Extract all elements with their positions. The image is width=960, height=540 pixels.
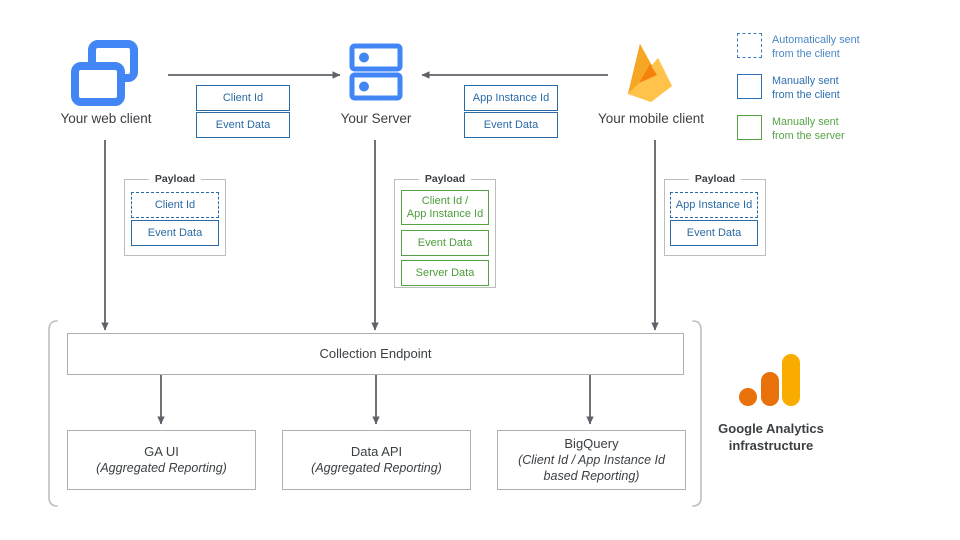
server-racks-icon <box>349 43 403 107</box>
mobile-payload-chip-app-instance-id: App Instance Id <box>670 192 758 218</box>
node-label-server: Your Server <box>340 111 412 126</box>
output-title-bigquery: BigQuery <box>564 435 619 451</box>
transfer-chip-client-id: Client Id <box>196 85 290 111</box>
transfer-chip-app-instance-id: App Instance Id <box>464 85 558 111</box>
output-subtitle-ga-ui: (Aggregated Reporting) <box>96 461 227 476</box>
legend-label-manual-client-line2: from the client <box>772 89 840 102</box>
node-label-mobile-client: Your mobile client <box>597 111 705 126</box>
firebase-flame-icon <box>620 38 682 113</box>
output-title-data-api: Data API <box>350 443 403 459</box>
legend-item-automatic-client: Automatically sent from the client <box>737 33 860 62</box>
legend-item-manual-server: Manually sent from the server <box>737 115 845 144</box>
server-payload-chip-event-data: Event Data <box>401 230 489 256</box>
mobile-payload-title: Payload <box>688 173 742 185</box>
legend-label-manual-client-line1: Manually sent <box>772 75 839 87</box>
legend-label-manual-server-line1: Manually sent <box>772 116 839 128</box>
collection-endpoint-label: Collection Endpoint <box>319 345 432 361</box>
google-analytics-logo-icon <box>738 352 804 419</box>
output-subtitle-bigquery: (Client Id / App Instance Id based Repor… <box>518 453 665 484</box>
infrastructure-bracket-left <box>48 320 58 507</box>
server-payload-chip-ids: Client Id / App Instance Id <box>401 190 489 225</box>
output-box-data-api: Data API (Aggregated Reporting) <box>282 430 471 490</box>
output-subtitle-data-api: (Aggregated Reporting) <box>311 461 442 476</box>
web-payload-chip-client-id: Client Id <box>131 192 219 218</box>
infrastructure-bracket-right <box>692 320 702 507</box>
collection-endpoint-box: Collection Endpoint <box>67 333 684 375</box>
legend-label-automatic-client-line2: from the client <box>772 48 840 61</box>
transfer-chip-event-data-mobile: Event Data <box>464 112 558 138</box>
infrastructure-label: Google Analytics infrastructure <box>718 421 824 453</box>
node-label-web-client: Your web client <box>60 111 152 126</box>
output-box-ga-ui: GA UI (Aggregated Reporting) <box>67 430 256 490</box>
legend-swatch-solid-green <box>737 115 762 140</box>
server-payload-title: Payload <box>418 173 472 185</box>
legend-item-manual-client: Manually sent from the client <box>737 74 840 103</box>
web-payload-chip-event-data: Event Data <box>131 220 219 246</box>
browser-windows-icon <box>71 40 139 111</box>
legend-label-automatic-client-line1: Automatically sent <box>772 34 860 46</box>
web-payload-title: Payload <box>148 173 202 185</box>
mobile-payload-chip-event-data: Event Data <box>670 220 758 246</box>
legend-swatch-dashed-blue <box>737 33 762 58</box>
server-payload-chip-server-data: Server Data <box>401 260 489 286</box>
legend-label-manual-server-line2: from the server <box>772 130 845 143</box>
transfer-chip-event-data: Event Data <box>196 112 290 138</box>
legend-swatch-solid-blue <box>737 74 762 99</box>
output-title-ga-ui: GA UI <box>144 443 179 459</box>
output-box-bigquery: BigQuery (Client Id / App Instance Id ba… <box>497 430 686 490</box>
